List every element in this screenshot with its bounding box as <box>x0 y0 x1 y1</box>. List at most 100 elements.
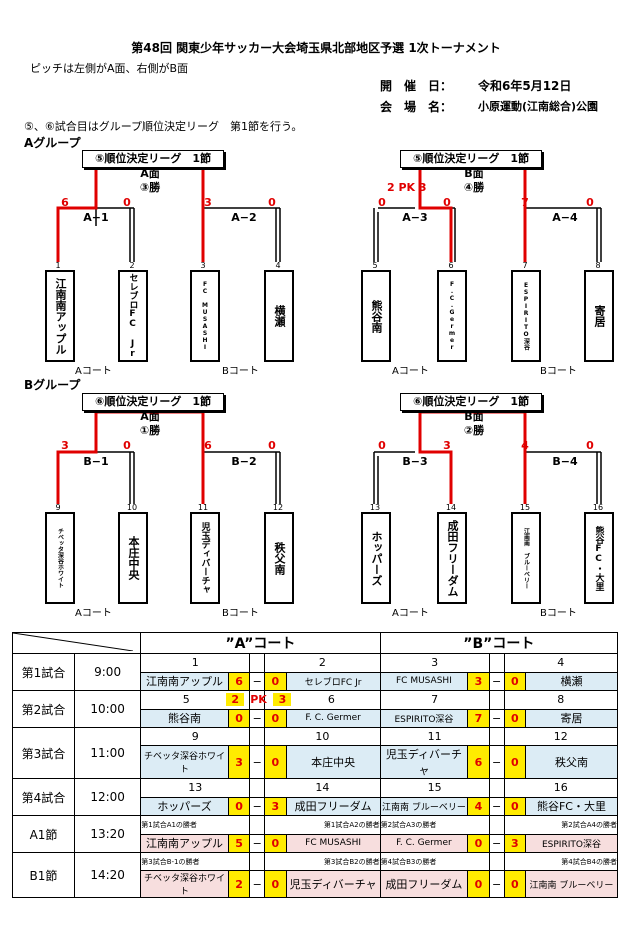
team-no: 7 <box>522 261 528 270</box>
group-b-label: Bグループ <box>24 378 81 392</box>
court-label: Bコート <box>540 608 577 619</box>
dash: − <box>249 671 266 691</box>
dash: − <box>488 745 505 779</box>
schedule-row-label: 第1試合 <box>12 653 75 691</box>
match-number-2: 2 <box>264 653 381 672</box>
pitch-note: ピッチは左側がA面、右側がB面 <box>30 62 189 75</box>
match-number-1: 11 <box>379 727 490 746</box>
team-no: 9 <box>55 503 61 512</box>
score-a1-1: 6 <box>61 196 69 209</box>
score-2: 0 <box>264 870 287 898</box>
dash: − <box>488 671 505 691</box>
score-b3-2: 3 <box>443 439 451 452</box>
team-no: 15 <box>519 503 531 512</box>
score-1: 7 <box>467 708 490 728</box>
schedule-row-label: 第4試合 <box>12 778 75 816</box>
court-label: Aコート <box>392 366 429 377</box>
score-1: 5 <box>227 833 251 853</box>
score-1: 0 <box>467 833 490 853</box>
team-name-1: 江南南アップル <box>140 833 229 853</box>
schedule-row-label: A1節 <box>12 815 75 853</box>
face-a-right: B面 <box>464 167 484 180</box>
team-card: FC MUSASHI <box>190 270 220 362</box>
team-name-2: 江南南 ブルーベリー <box>524 870 619 898</box>
score-b2-2: 0 <box>268 439 276 452</box>
pk-cell <box>249 852 266 871</box>
match-number-2: 6 <box>327 693 335 707</box>
match-a3: A−3 <box>402 211 428 224</box>
team-no: 11 <box>197 503 209 512</box>
team-name-1: FC MUSASHI <box>379 671 469 691</box>
dash: − <box>249 870 266 898</box>
score-a4-1: 7 <box>521 196 529 209</box>
dash: − <box>249 708 266 728</box>
face-a-left: A面 <box>140 167 160 180</box>
match-b3: B−3 <box>402 455 428 468</box>
dash: − <box>249 745 266 779</box>
team-card: チベッタ深谷ホワイト <box>45 512 75 604</box>
match-number-1: 3 <box>379 653 490 672</box>
match-number-2: 4 <box>503 653 619 672</box>
court-label: Aコート <box>75 608 112 619</box>
team-card: 横瀬 <box>264 270 294 362</box>
team-card: 熊谷南 <box>361 270 391 362</box>
match-number-1: 5 <box>182 693 190 707</box>
dash: − <box>249 796 266 816</box>
score-a3-1: 0 <box>378 196 386 209</box>
score-2: 0 <box>264 745 287 779</box>
group-a-label: Aグループ <box>24 136 81 150</box>
team-name-1: 江南南 ブルーベリー <box>379 796 469 816</box>
team-card: セレブロFC Jr <box>118 270 148 362</box>
score-2: 0 <box>264 671 287 691</box>
team-card: 江南南アップル <box>45 270 75 362</box>
match-b4: B−4 <box>552 455 578 468</box>
league-box-a-right: ⑤順位決定リーグ 1節 <box>400 150 542 168</box>
match-number-2: 12 <box>503 727 619 746</box>
dash: − <box>488 870 505 898</box>
team-name-2: 児玉ディバーチャ <box>285 870 381 898</box>
pk-cell <box>488 727 505 746</box>
match-number-2: 第4試合B4の勝者 <box>503 852 619 871</box>
pk-note-a3: 2 PK 3 <box>387 181 427 194</box>
score-1: 0 <box>227 708 251 728</box>
league-box-a-left: ⑤順位決定リーグ 1節 <box>82 150 224 168</box>
score-1: 3 <box>467 671 490 691</box>
score-1: 3 <box>227 745 251 779</box>
match-number-1: 1 <box>140 653 251 672</box>
match-number-1: 第3試合B-1の勝者 <box>140 852 251 871</box>
match-number-1: 9 <box>140 727 251 746</box>
score-2: 0 <box>264 708 287 728</box>
team-no: 3 <box>200 261 206 270</box>
match-number-2: 第1試合A2の勝者 <box>264 815 381 834</box>
team-no: 14 <box>445 503 457 512</box>
score-2: 0 <box>503 870 526 898</box>
schedule-row-label: B1節 <box>12 852 75 898</box>
win-a-right: ④勝 <box>463 181 485 194</box>
schedule-row-time: 11:00 <box>73 727 142 779</box>
team-no: 13 <box>369 503 381 512</box>
team-card: 本庄中央 <box>118 512 148 604</box>
score-2: 3 <box>264 796 287 816</box>
venue-label: 会 場 名： <box>380 100 453 114</box>
pk-cell <box>488 852 505 871</box>
team-name-1: 児玉ディバーチャ <box>379 745 469 779</box>
team-card: ESPIRITO深谷 <box>511 270 541 362</box>
score-b2-1: 6 <box>204 439 212 452</box>
score-2: 0 <box>503 796 526 816</box>
court-a-header: ”A”コート <box>140 632 381 654</box>
schedule-row-time: 9:00 <box>73 653 142 691</box>
team-name-2: 寄居 <box>524 708 619 728</box>
schedule-row-label: 第2試合 <box>12 690 75 728</box>
pk-cell <box>249 778 266 797</box>
league-box-b-left: ⑥順位決定リーグ 1節 <box>82 393 224 411</box>
score-b3-1: 0 <box>378 439 386 452</box>
match-a4: A−4 <box>552 211 578 224</box>
team-card: 熊谷FC・大里 <box>584 512 614 604</box>
schedule-row-time: 14:20 <box>73 852 142 898</box>
pk-cell <box>249 727 266 746</box>
